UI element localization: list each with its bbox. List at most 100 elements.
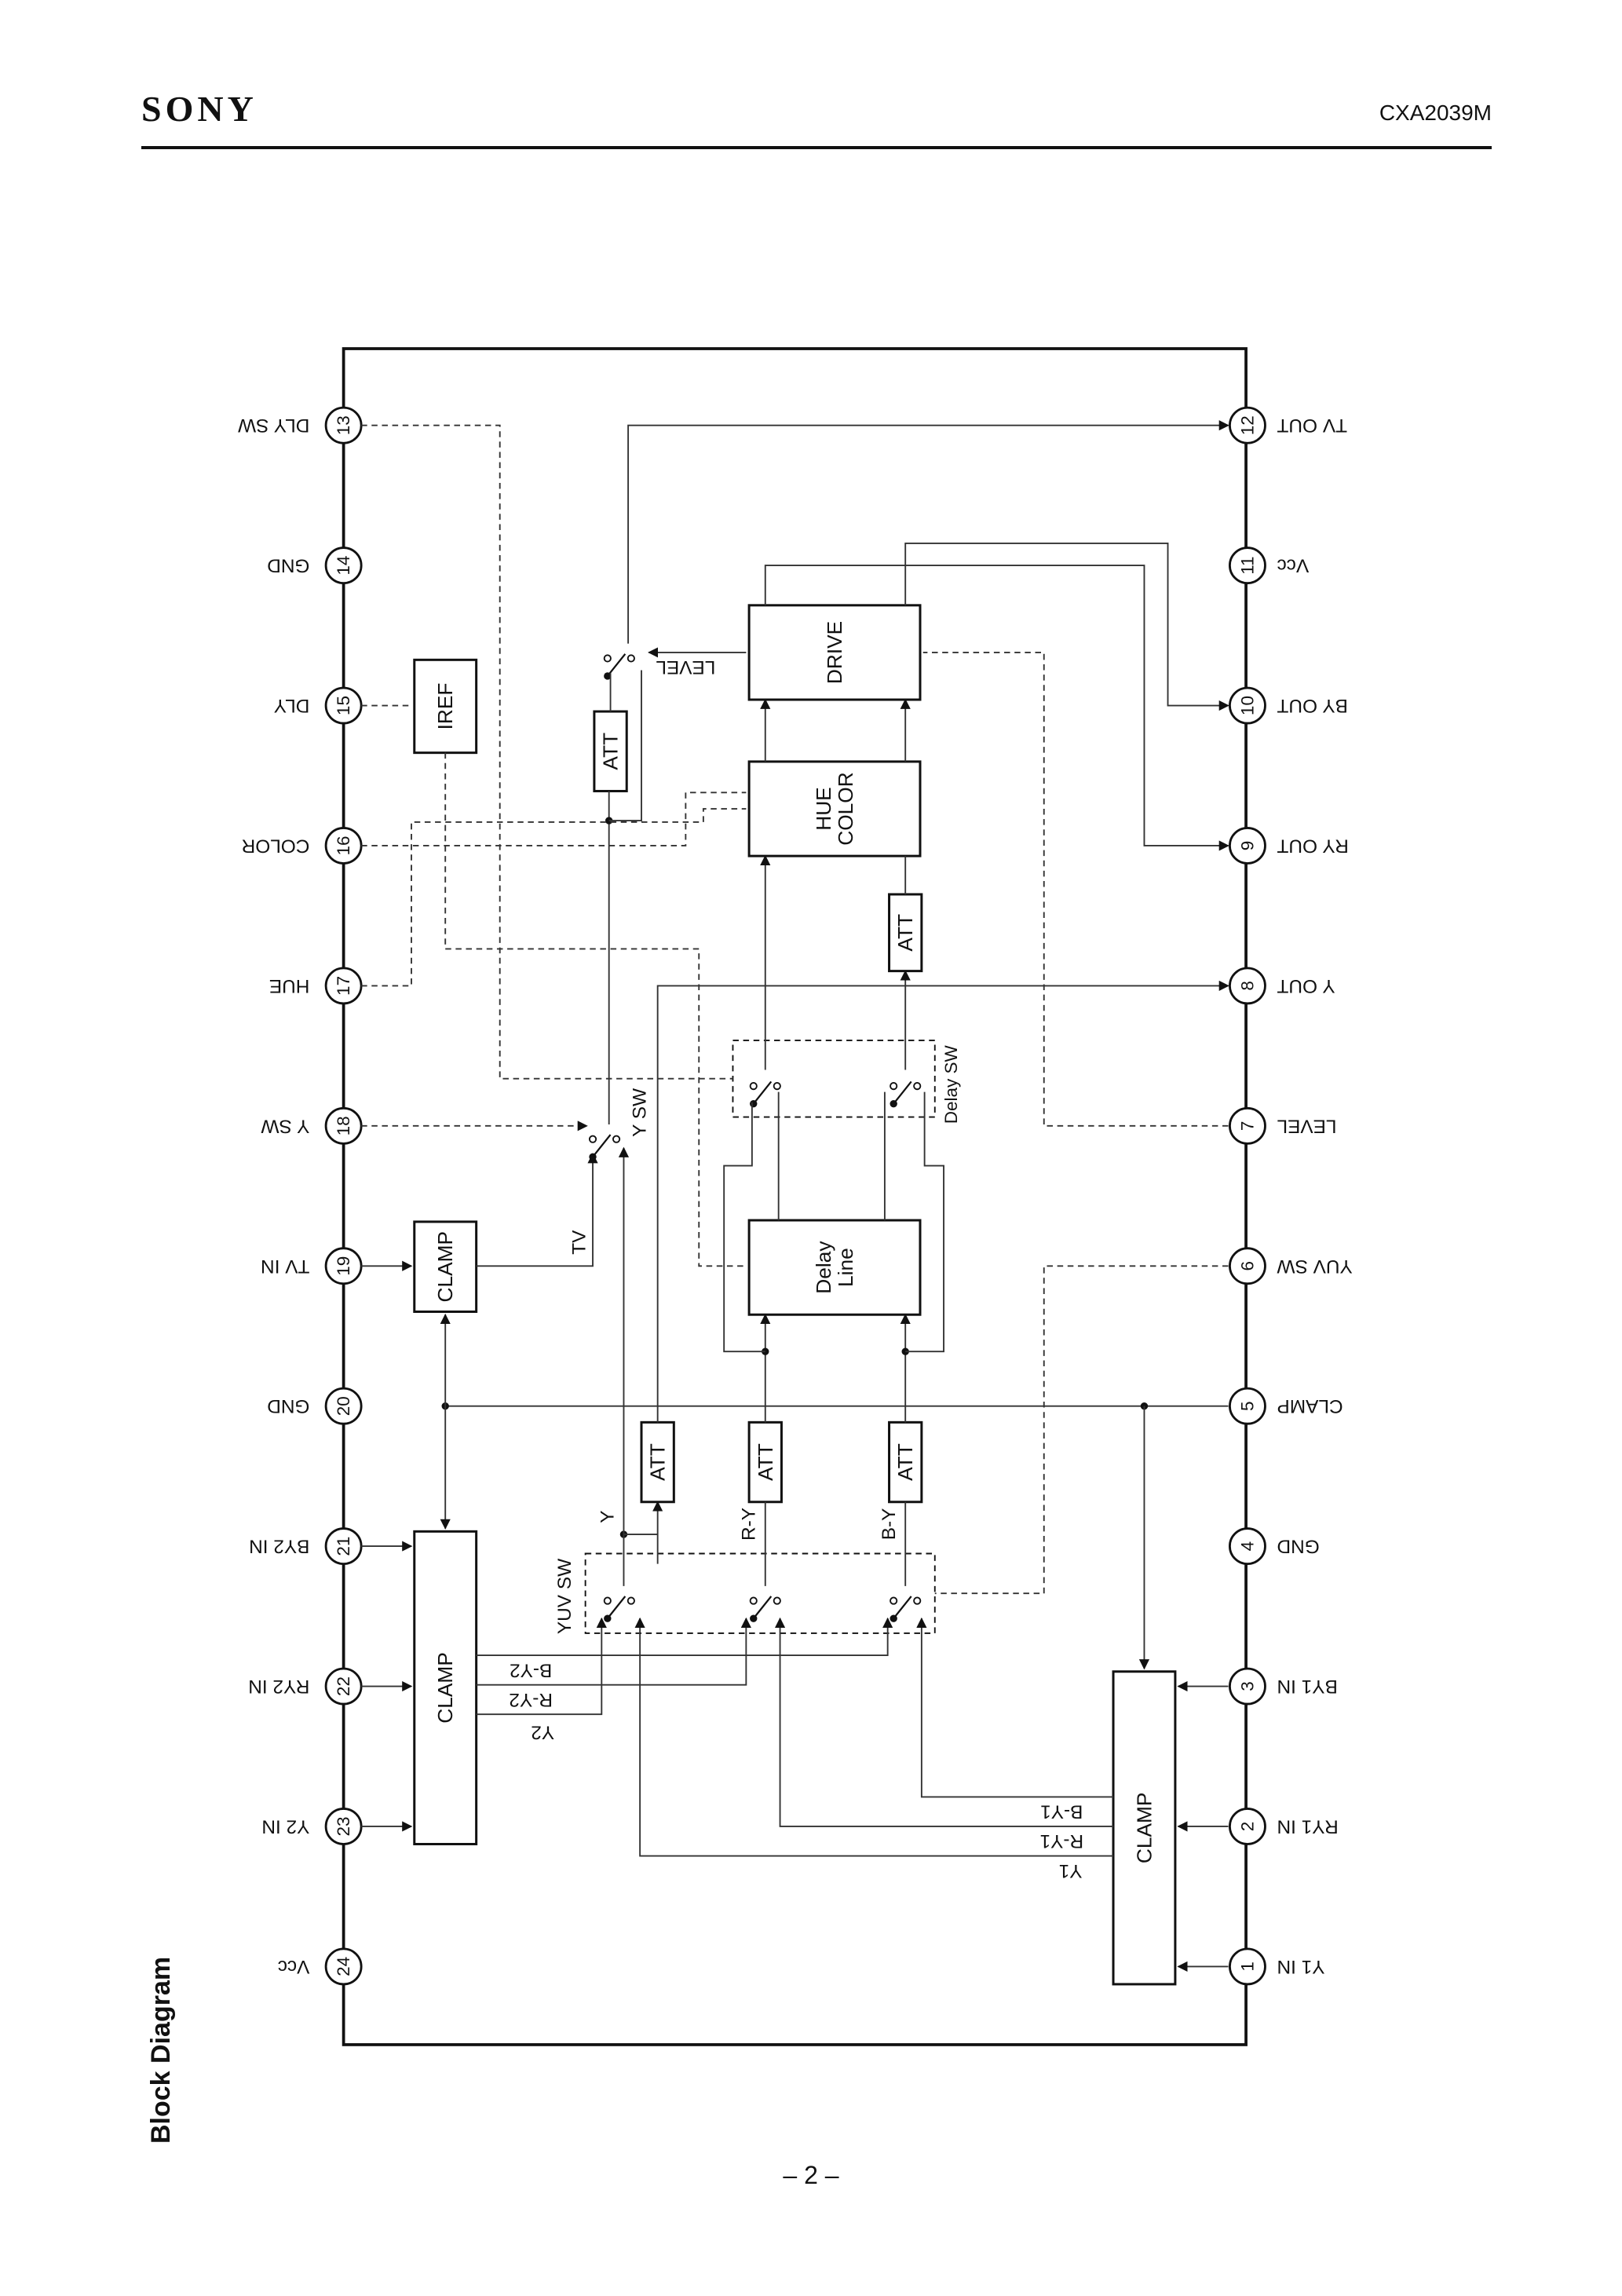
signal-wire xyxy=(608,670,642,821)
delay-line-block xyxy=(747,1219,922,1316)
level-label: LEVEL xyxy=(656,656,715,678)
pin-8-circle xyxy=(1228,967,1266,1005)
pin-14-number: 14 xyxy=(334,556,353,576)
att-block-by2 xyxy=(888,1420,923,1504)
delay-sw-box xyxy=(732,1039,936,1118)
junction-dot xyxy=(604,1614,612,1622)
junction-dot xyxy=(890,1614,897,1622)
yuv-sw-box xyxy=(584,1552,936,1634)
pin-16-label: COLOR xyxy=(242,835,310,856)
switch-contact xyxy=(603,654,612,663)
y-label: Y xyxy=(597,1510,618,1523)
pin-4-circle xyxy=(1228,1527,1266,1566)
pin-18-number: 18 xyxy=(334,1116,353,1135)
pin-6-circle xyxy=(1228,1247,1266,1285)
iref-block xyxy=(413,658,478,755)
pin-6-number: 6 xyxy=(1237,1261,1257,1271)
pin-1-number: 1 xyxy=(1237,1961,1257,1972)
switch-contact xyxy=(627,654,635,663)
by-out-wire xyxy=(904,543,1229,711)
pin-5-number: 5 xyxy=(1237,1401,1257,1411)
pin-19-number: 19 xyxy=(334,1256,353,1276)
att-block-ry-label: ATT xyxy=(754,1443,777,1481)
pin-24-label: Vcc xyxy=(278,1956,310,1977)
pin-12-label: TV OUT xyxy=(1277,415,1347,436)
pin-13-number: 13 xyxy=(334,415,353,435)
pin-18-label: Y SW xyxy=(261,1115,309,1136)
b-y2-label: B-Y2 xyxy=(510,1659,552,1680)
pin-22-number: 22 xyxy=(334,1676,353,1696)
pin-20-label: GND xyxy=(267,1395,309,1417)
pin-12-number: 12 xyxy=(1237,415,1257,435)
signal-wire xyxy=(774,1617,1114,1827)
pin-24-circle xyxy=(324,1947,363,1986)
pin-10-label: BY OUT xyxy=(1277,695,1348,716)
pin-1-label: Y1 IN xyxy=(1277,1956,1325,1977)
att-block-by-label: ATT xyxy=(893,914,917,952)
pin-19-label: TV IN xyxy=(261,1256,309,1277)
switch-contact xyxy=(773,1596,781,1605)
switch-arm xyxy=(606,1596,627,1619)
pin-4-number: 4 xyxy=(1237,1541,1257,1552)
signal-wire xyxy=(922,651,1229,1127)
pin-5-circle xyxy=(1228,1387,1266,1425)
junction-dot xyxy=(604,672,612,680)
hue-color-block xyxy=(747,760,922,857)
att-block-tv-label: ATT xyxy=(599,733,623,770)
hue-color-block-label: HUE xyxy=(812,787,835,831)
switch-contact xyxy=(913,1082,922,1091)
pin-21-label: BY2 IN xyxy=(249,1536,309,1557)
pin-6-label: YUV SW xyxy=(1277,1256,1353,1277)
r-y2-label: R-Y2 xyxy=(509,1689,553,1710)
clamp-block-2 xyxy=(413,1530,478,1846)
pin-24-number: 24 xyxy=(334,1957,353,1976)
signal-wire xyxy=(444,752,747,1267)
pin-14-circle xyxy=(324,547,363,585)
pin-9-number: 9 xyxy=(1237,841,1257,851)
clamp-block-1 xyxy=(1112,1670,1177,1986)
drive-block xyxy=(747,604,922,701)
pin-23-number: 23 xyxy=(334,1816,353,1836)
r-y1-label: R-Y1 xyxy=(1039,1830,1083,1852)
switch-arm xyxy=(893,1080,912,1105)
signal-wire xyxy=(476,1617,893,1657)
switch-contact xyxy=(749,1082,758,1091)
pin-3-number: 3 xyxy=(1237,1681,1257,1691)
switch-arm xyxy=(893,1596,912,1619)
pin-7-number: 7 xyxy=(1237,1121,1257,1132)
junction-dot xyxy=(890,1099,897,1108)
switch-contact xyxy=(588,1135,597,1143)
switch-contact xyxy=(890,1082,898,1091)
pin-8-number: 8 xyxy=(1237,981,1257,991)
pin-7-label: LEVEL xyxy=(1277,1115,1337,1136)
pin-11-number: 11 xyxy=(1237,556,1257,574)
signal-wire xyxy=(476,1617,751,1686)
page-number: – 2 – xyxy=(783,2161,839,2189)
signal-wire xyxy=(634,1617,1114,1857)
bypass-by xyxy=(905,1091,944,1353)
bypass-ry xyxy=(723,1102,765,1353)
signal-wire xyxy=(361,808,747,987)
pin-5-label: CLAMP xyxy=(1277,1395,1343,1417)
pin-9-circle xyxy=(1228,827,1266,865)
att-block-by2-label: ATT xyxy=(893,1443,917,1481)
pin-2-label: RY1 IN xyxy=(1277,1815,1339,1837)
pin-4-label: GND xyxy=(1277,1536,1320,1557)
switch-contact xyxy=(913,1596,922,1605)
signal-wire xyxy=(361,792,747,846)
pin-15-label: DLY xyxy=(274,695,310,716)
part-number: CXA2039M xyxy=(1379,101,1492,125)
header-rule xyxy=(141,146,1492,149)
pin-2-circle xyxy=(1228,1808,1266,1845)
chip-outline xyxy=(342,347,1248,2046)
signal-wire xyxy=(476,1617,607,1716)
pin-10-circle xyxy=(1228,686,1266,725)
iref-block-label: IREF xyxy=(433,683,457,730)
pin-1-circle xyxy=(1228,1947,1266,1986)
ry-out-wire xyxy=(764,565,1229,851)
clamp-block-1-label: CLAMP xyxy=(1132,1793,1156,1864)
drive-block-label: DRIVE xyxy=(823,621,846,684)
pin-8-label: Y OUT xyxy=(1277,975,1335,996)
b-y1-label: B-Y1 xyxy=(1040,1801,1083,1823)
signal-wire xyxy=(361,424,733,1080)
